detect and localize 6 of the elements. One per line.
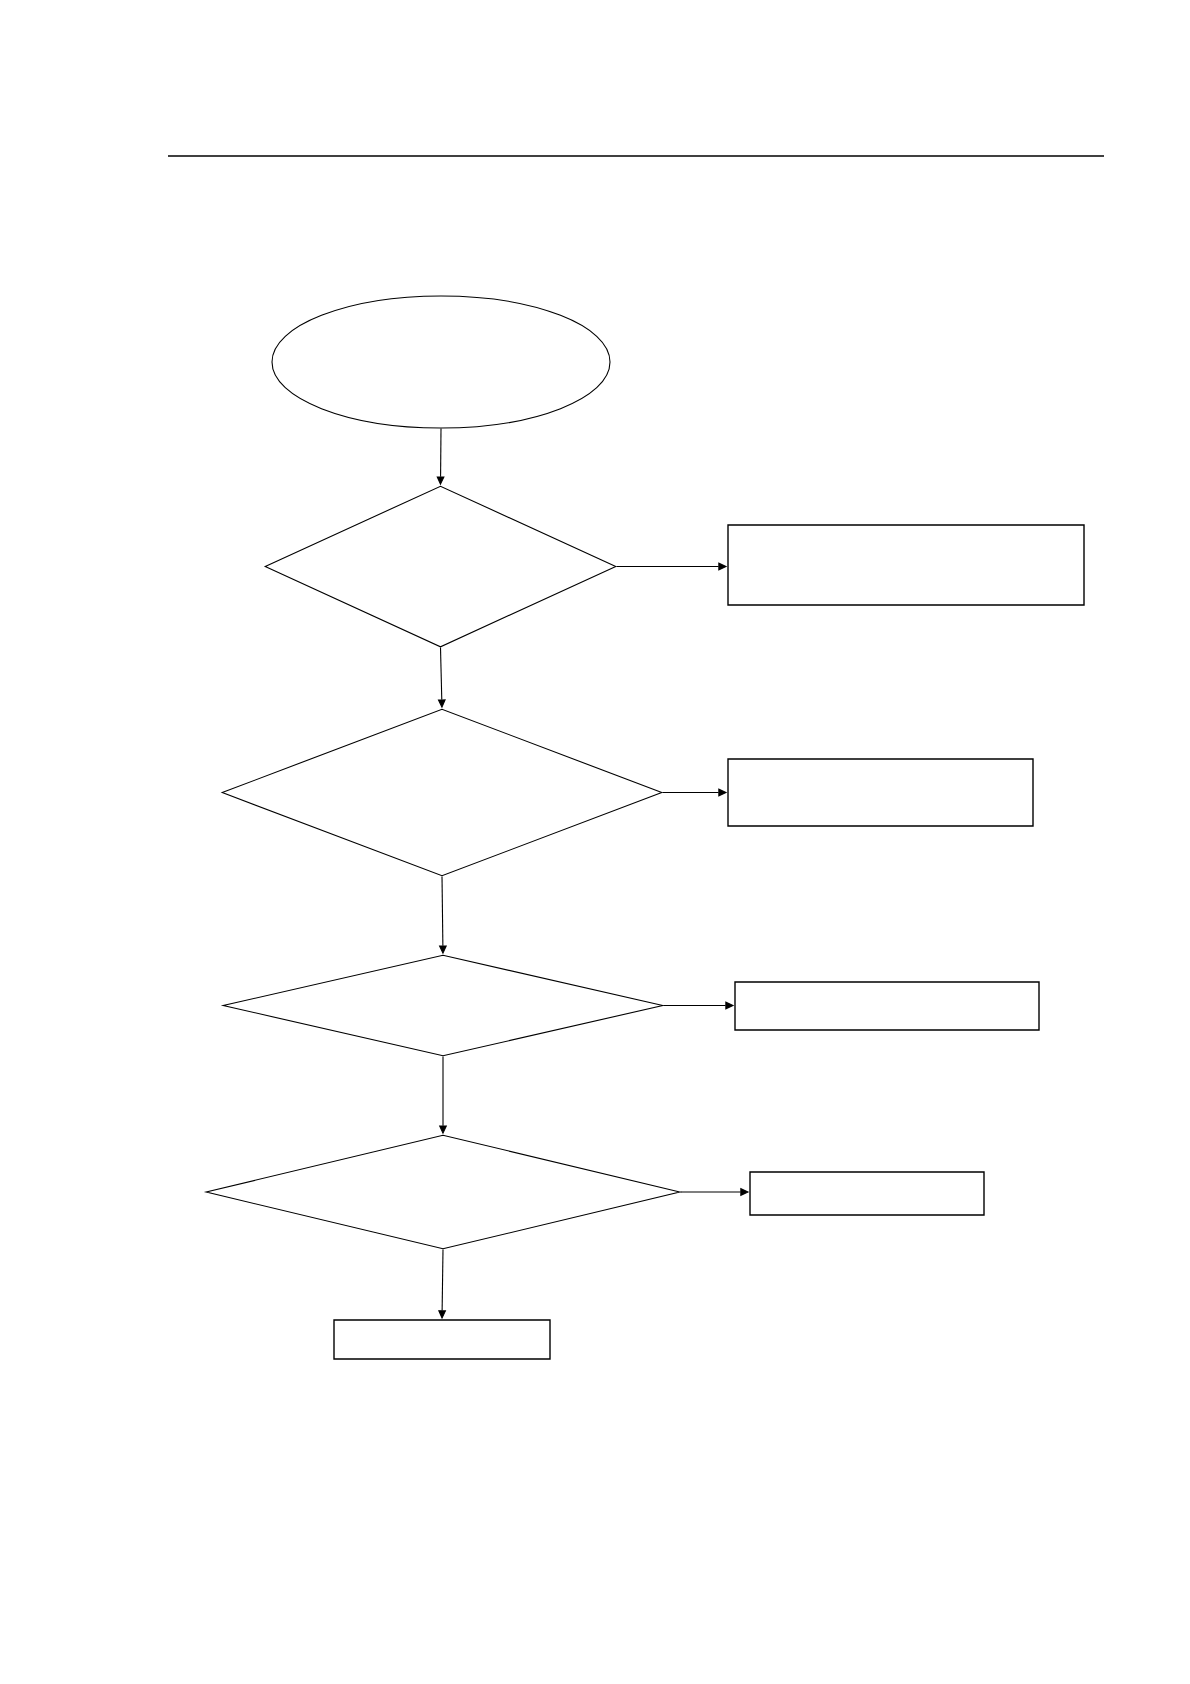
process-box	[727, 524, 1085, 606]
process-box	[734, 981, 1040, 1031]
terminal-ellipse	[271, 295, 611, 429]
process-box	[727, 758, 1034, 827]
process-box	[333, 1319, 551, 1360]
process-box	[749, 1171, 985, 1216]
